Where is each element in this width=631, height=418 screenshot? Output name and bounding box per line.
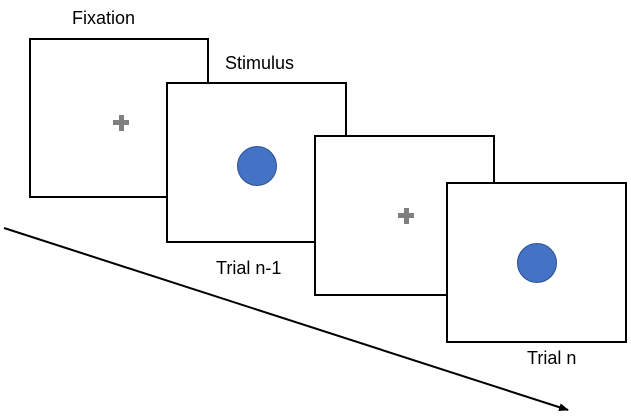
stimulus-circle-icon (237, 146, 277, 186)
fixation-label: Fixation (72, 8, 136, 28)
fixation-cross-icon (113, 115, 129, 131)
trial-curr-label: Trial n (527, 348, 577, 368)
stimulus-circle-icon (517, 243, 557, 283)
trial-prev-label: Trial n-1 (216, 258, 282, 278)
stimulus-label: Stimulus (225, 53, 295, 73)
fixation-cross-icon (398, 208, 414, 224)
stimulus-frame-trial-curr (446, 182, 627, 343)
time-arrow-icon (3, 227, 569, 412)
